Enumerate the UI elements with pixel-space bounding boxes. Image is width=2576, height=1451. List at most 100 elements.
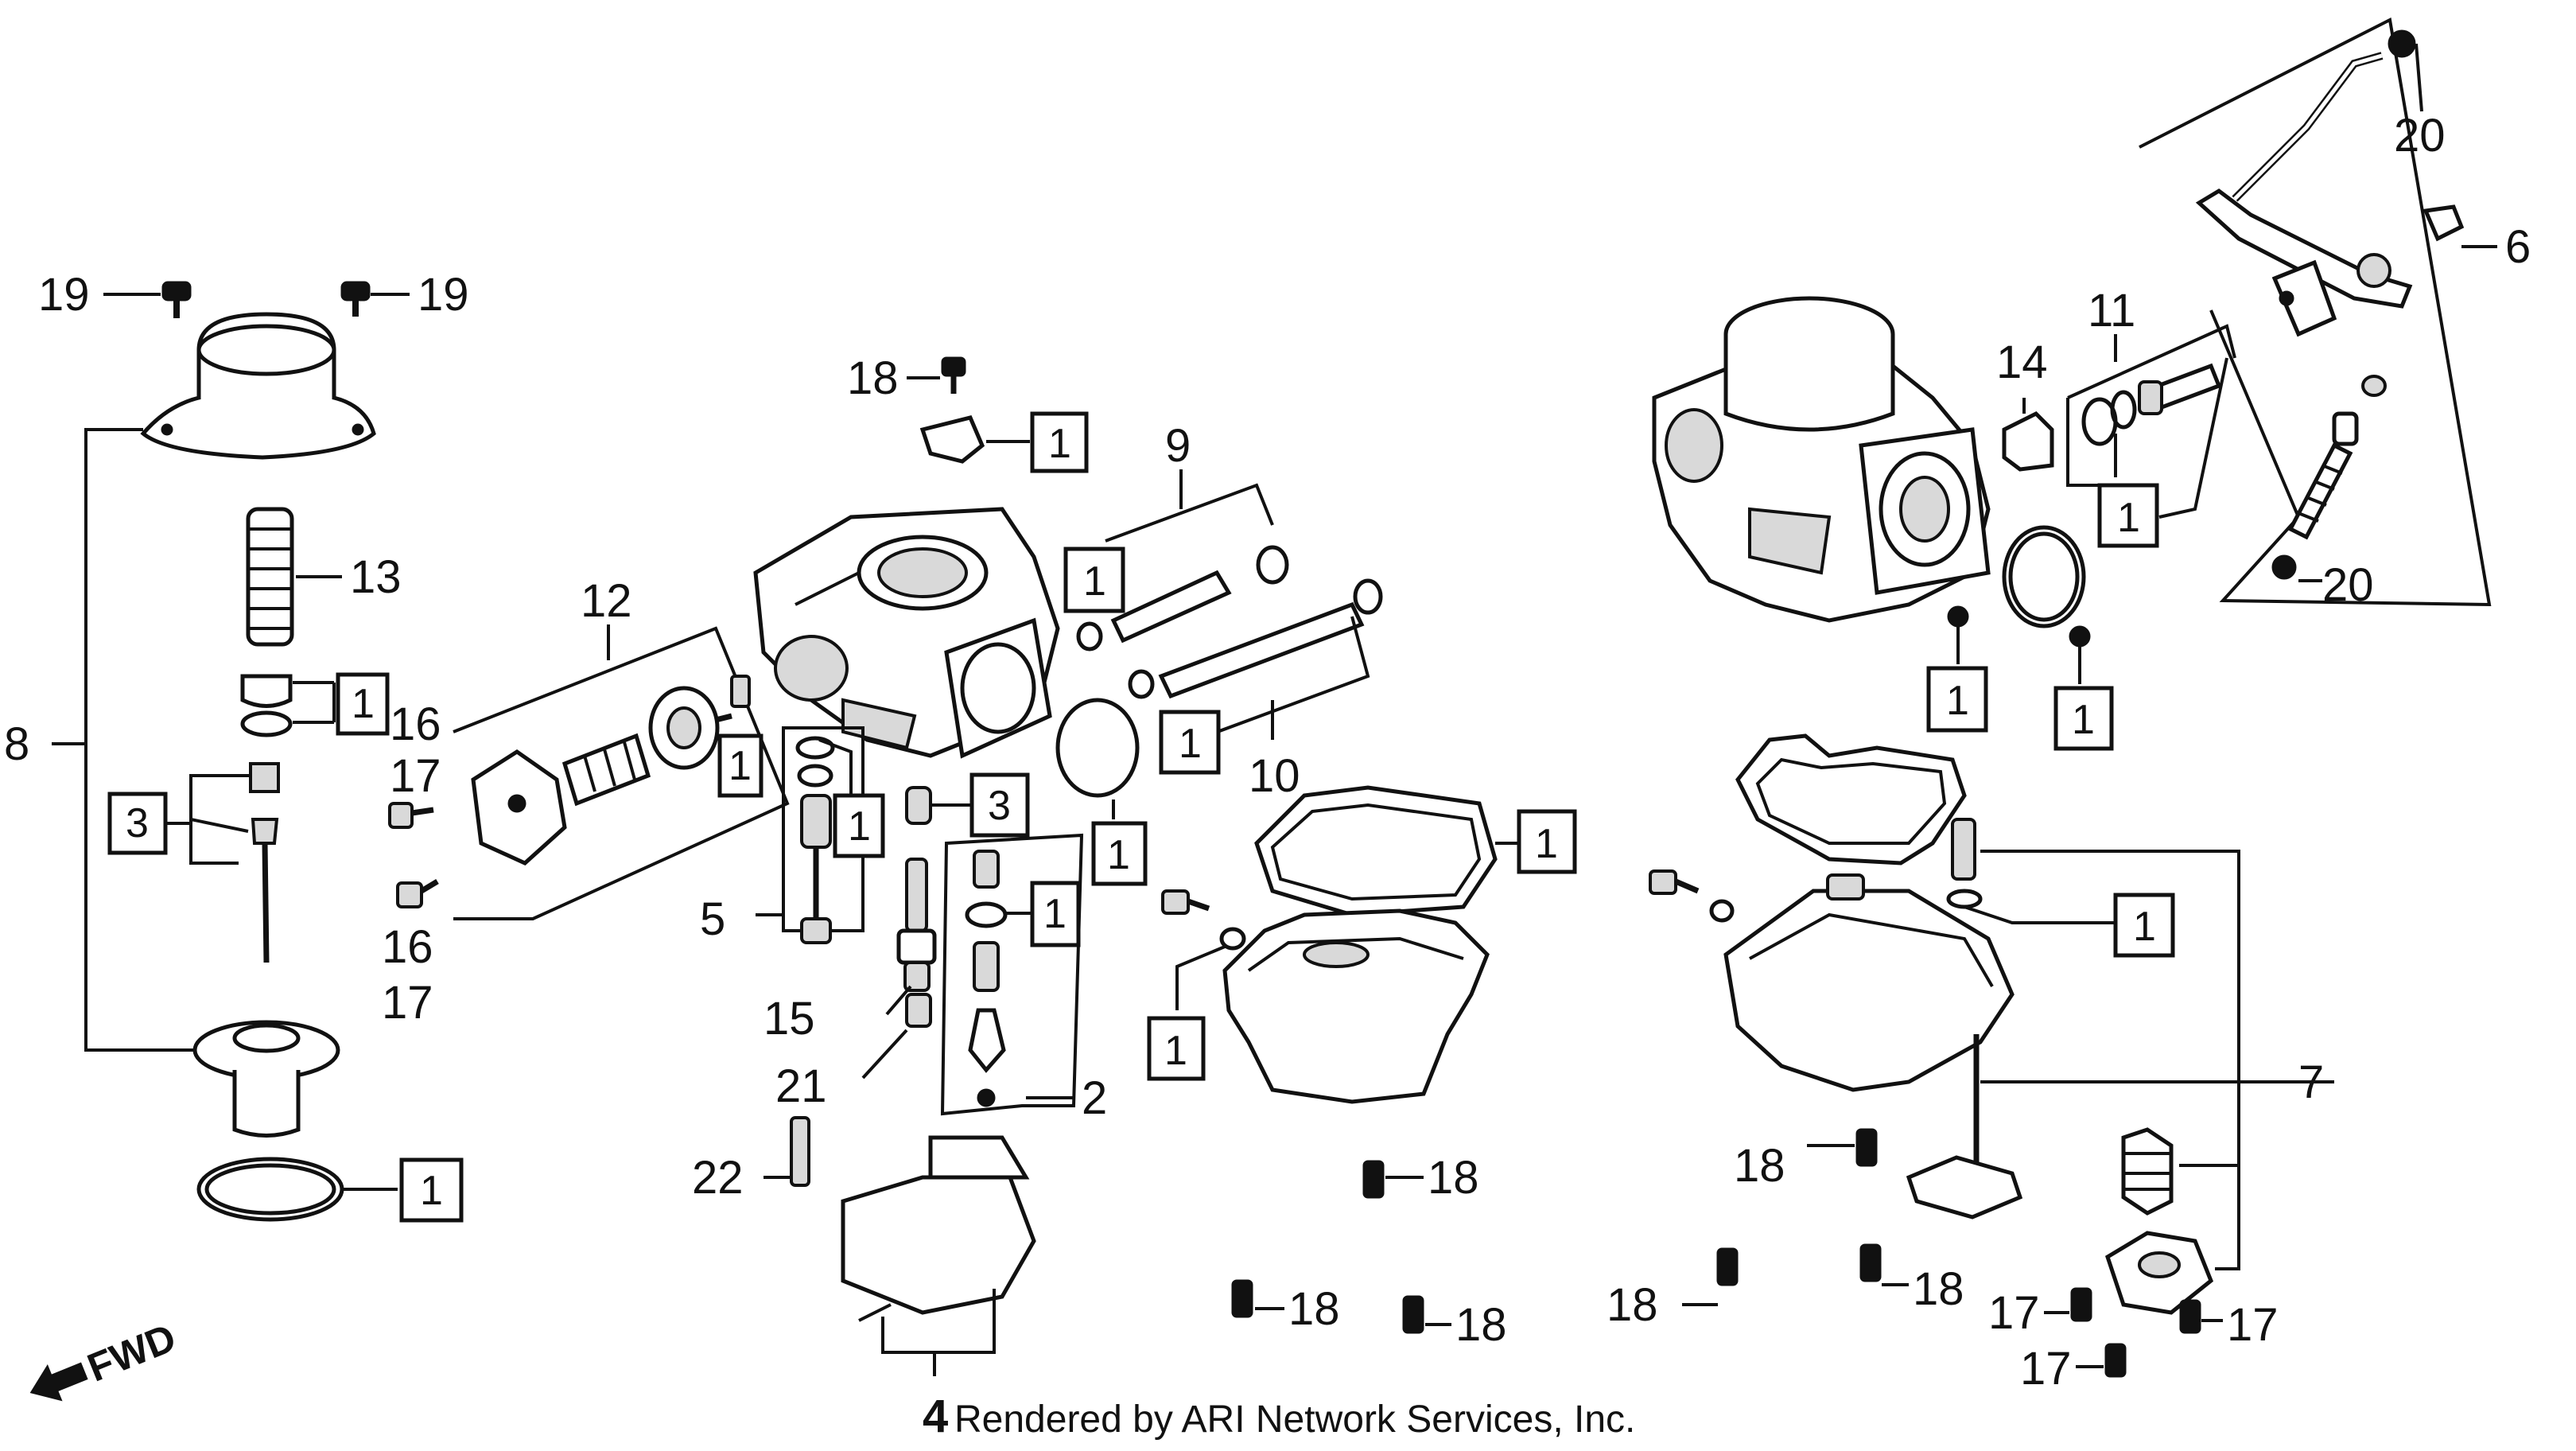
credit-text: Rendered by ARI Network Services, Inc. bbox=[954, 1398, 1635, 1441]
screw-part-18-e[interactable] bbox=[1682, 1247, 1739, 1306]
group-9: 9 1 bbox=[1063, 420, 1289, 652]
shaft-part-10[interactable] bbox=[1128, 578, 1383, 699]
boxed-callout-1-i-text: 1 bbox=[1107, 832, 1130, 878]
callout-16a: 16 bbox=[390, 698, 441, 750]
jet-part-22[interactable] bbox=[763, 1116, 810, 1187]
pump-diaphragm-part[interactable] bbox=[648, 686, 732, 770]
gasket-center-part[interactable] bbox=[1254, 785, 1519, 917]
screw-part-18-f[interactable] bbox=[1859, 1243, 1909, 1286]
callout-21: 21 bbox=[775, 1060, 827, 1112]
screw-part-17-b[interactable] bbox=[2179, 1299, 2223, 1334]
drain-bolt-part[interactable] bbox=[1161, 889, 1246, 1010]
boxed-callout-1-n bbox=[2097, 483, 2159, 548]
callout-13: 13 bbox=[350, 551, 402, 603]
callout-20-top: 20 bbox=[2394, 110, 2446, 161]
screw-part-18-a[interactable] bbox=[1362, 1160, 1424, 1199]
boxed-callout-1-n-text: 1 bbox=[2117, 495, 2140, 541]
callout-9: 9 bbox=[1165, 420, 1191, 472]
pump-cover-part[interactable] bbox=[471, 749, 567, 866]
vacuum-piston-part[interactable] bbox=[192, 1020, 340, 1138]
callout-17b: 17 bbox=[382, 977, 433, 1029]
jet-assembly-part-2[interactable] bbox=[965, 850, 1008, 1107]
boxed-callout-1-j bbox=[1517, 809, 1577, 874]
float-chamber-right-part[interactable] bbox=[1723, 873, 2015, 1092]
callout-18-a: 18 bbox=[1428, 1152, 1479, 1204]
callout-7: 7 bbox=[2298, 1056, 2324, 1108]
float-chamber-center-part[interactable] bbox=[1222, 908, 1490, 1104]
screw-part-18-d[interactable] bbox=[1807, 1128, 1878, 1167]
boxed-callout-1-f-text: 1 bbox=[1043, 891, 1067, 937]
boxed-callout-1-h bbox=[1159, 710, 1221, 775]
screw-part-18-c[interactable] bbox=[1402, 1295, 1451, 1334]
washer-part-right-b[interactable] bbox=[2069, 625, 2091, 648]
gasket-right-part[interactable] bbox=[1735, 733, 1967, 866]
right-carburetor-body[interactable] bbox=[1652, 296, 1991, 623]
boxed-callout-1-c-text: 1 bbox=[729, 743, 752, 789]
center-carburetor-body[interactable] bbox=[753, 507, 1060, 759]
bolt-part-16b[interactable] bbox=[396, 878, 439, 908]
bolt-part-17a[interactable] bbox=[388, 802, 434, 829]
adjuster-screw-part[interactable] bbox=[2287, 375, 2387, 540]
screw-part-17-a[interactable] bbox=[2044, 1287, 2092, 1322]
jet-part-15[interactable] bbox=[885, 858, 937, 1016]
callout-18-c: 18 bbox=[1455, 1299, 1507, 1351]
callout-14: 14 bbox=[1996, 336, 2048, 388]
o-ring-large-part[interactable] bbox=[196, 1157, 398, 1222]
boxed-callout-1-i bbox=[1091, 821, 1148, 886]
group-2: 2 1 bbox=[940, 833, 1107, 1124]
o-ring-right-part[interactable] bbox=[2002, 525, 2086, 628]
screw-part-18-b[interactable] bbox=[1231, 1279, 1284, 1318]
screw-part-18-top[interactable] bbox=[907, 356, 966, 394]
callout-19b: 19 bbox=[418, 269, 469, 321]
linkage-arm-part[interactable] bbox=[2195, 188, 2465, 337]
boxed-callout-3-b bbox=[969, 772, 1030, 838]
shaft-part-9[interactable] bbox=[1076, 545, 1289, 652]
boxed-callout-1-a bbox=[336, 672, 390, 736]
screw-part-19b[interactable] bbox=[340, 281, 410, 317]
float-cover-part-4[interactable] bbox=[841, 1135, 1036, 1322]
callout-10: 10 bbox=[1249, 750, 1300, 802]
callout-18-b: 18 bbox=[1288, 1283, 1340, 1335]
retainer-part[interactable] bbox=[240, 674, 336, 737]
jet-part-21[interactable] bbox=[861, 993, 932, 1079]
drain-bolt-right-part[interactable] bbox=[1649, 869, 1735, 923]
clip-part-20-bottom[interactable] bbox=[2271, 554, 2297, 580]
washer-part-right-a[interactable] bbox=[1947, 605, 1969, 628]
clip-part-20-top[interactable] bbox=[2388, 29, 2416, 58]
boxed-callout-1-h-text: 1 bbox=[1179, 721, 1202, 767]
callout-18-f: 18 bbox=[1913, 1263, 1964, 1315]
credit-prefix: 4 bbox=[923, 1391, 948, 1442]
diaphragm-cover-part[interactable] bbox=[140, 312, 376, 460]
callout-8: 8 bbox=[4, 718, 29, 770]
needle-valve-part[interactable] bbox=[795, 736, 835, 944]
o-ring-center-part[interactable] bbox=[1055, 698, 1140, 819]
boxed-callout-1-o bbox=[2113, 893, 2175, 958]
group-6: 6 20 20 bbox=[2139, 17, 2531, 611]
jet-needle-part[interactable] bbox=[189, 762, 280, 963]
boxed-callout-1-l bbox=[1926, 666, 1988, 733]
bracket-part[interactable] bbox=[919, 415, 1030, 464]
boxed-callout-1-b bbox=[399, 1157, 464, 1223]
callout-2: 2 bbox=[1082, 1072, 1107, 1124]
boxed-callout-1-a-text: 1 bbox=[352, 681, 375, 727]
screw-part-19a[interactable] bbox=[103, 281, 192, 318]
jet-part-3[interactable] bbox=[905, 786, 970, 825]
left-assembly: 19 19 13 1 bbox=[4, 269, 469, 1223]
screw-part-11[interactable] bbox=[2081, 363, 2222, 446]
boxed-callout-1-k bbox=[1147, 1016, 1206, 1081]
spring-part-13[interactable] bbox=[246, 507, 342, 647]
cap-part-14[interactable] bbox=[2002, 398, 2054, 472]
pump-pin-part[interactable] bbox=[730, 675, 751, 708]
pump-spring-part[interactable] bbox=[561, 733, 651, 807]
screw-part-17-c[interactable] bbox=[2076, 1343, 2127, 1378]
linkage-rod-part[interactable] bbox=[2232, 52, 2384, 202]
fwd-arrow-icon: FWD bbox=[29, 1315, 182, 1402]
callout-15: 15 bbox=[763, 993, 815, 1044]
callout-17-b: 17 bbox=[2227, 1299, 2279, 1351]
float-needle-part-7[interactable] bbox=[1906, 818, 2214, 1315]
boxed-callout-1-o-text: 1 bbox=[2133, 904, 2156, 950]
callout-18-top: 18 bbox=[847, 352, 899, 404]
boxed-callout-1-m-text: 1 bbox=[2072, 697, 2095, 743]
group-11: 11 1 bbox=[2066, 285, 2236, 548]
group-5: 5 1 bbox=[700, 726, 885, 945]
